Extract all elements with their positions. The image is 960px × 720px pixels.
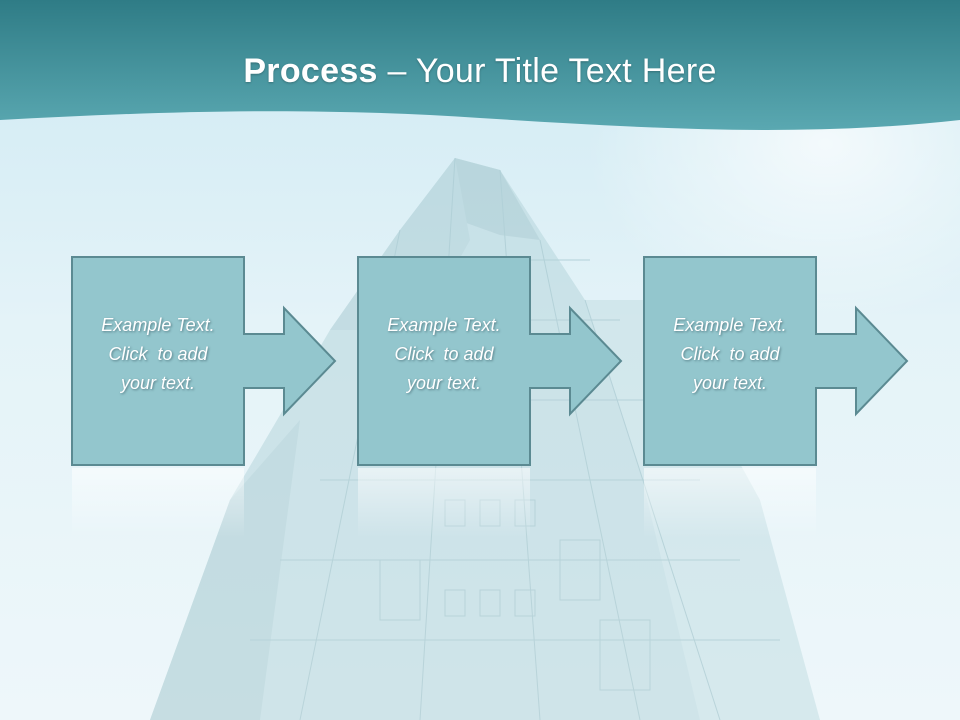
step-text-line: Click to add: [680, 344, 780, 364]
step-3-reflection: [644, 468, 816, 538]
step-1-reflection: [72, 468, 244, 538]
step-text-line: your text.: [406, 373, 482, 393]
step-2-reflection: [358, 468, 530, 538]
step-text-line: Click to add: [394, 344, 494, 364]
title-bold-text: Process: [243, 52, 378, 90]
step-text-line: Example Text.: [101, 315, 215, 335]
step-3-shape[interactable]: [643, 256, 909, 466]
step-text-line: your text.: [692, 373, 768, 393]
step-3-text[interactable]: Example Text. Click to add your text.: [643, 311, 817, 398]
slide-title[interactable]: Process – Your Title Text Here: [0, 52, 960, 91]
title-rest-text: – Your Title Text Here: [377, 52, 717, 90]
header-band: [0, 0, 960, 130]
step-text-line: Example Text.: [387, 315, 501, 335]
step-text-line: Click to add: [108, 344, 208, 364]
step-text-line: your text.: [120, 373, 196, 393]
step-text-line: Example Text.: [673, 315, 787, 335]
step-1-shape[interactable]: [71, 256, 337, 466]
step-2-text[interactable]: Example Text. Click to add your text.: [357, 311, 531, 398]
step-1-text[interactable]: Example Text. Click to add your text.: [71, 311, 245, 398]
step-2-shape[interactable]: [357, 256, 623, 466]
